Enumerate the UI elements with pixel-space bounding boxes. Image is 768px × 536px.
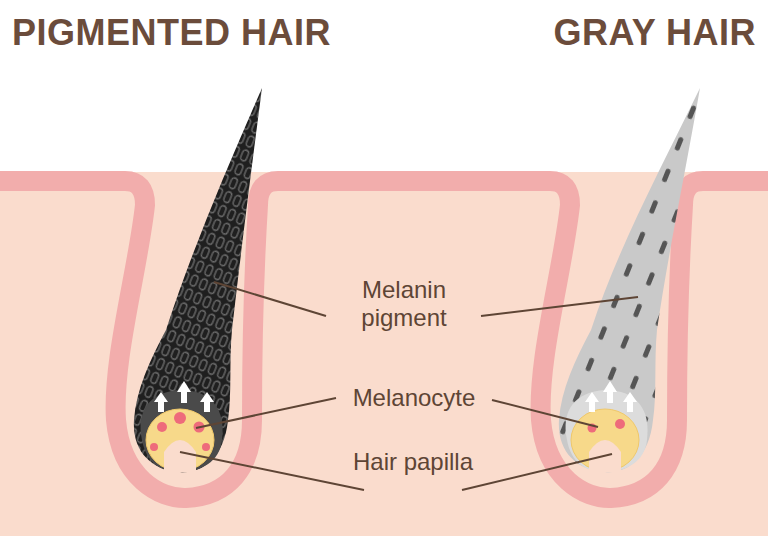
gray-hair — [559, 88, 700, 472]
heading: GRAY HAIR — [456, 12, 756, 53]
part-label: Melanin pigment — [329, 276, 479, 331]
heading: PIGMENTED HAIR — [12, 12, 412, 53]
part-label: Hair papilla — [348, 448, 478, 476]
part-label: Melanocyte — [334, 384, 494, 412]
pigmented-hair — [134, 88, 262, 472]
